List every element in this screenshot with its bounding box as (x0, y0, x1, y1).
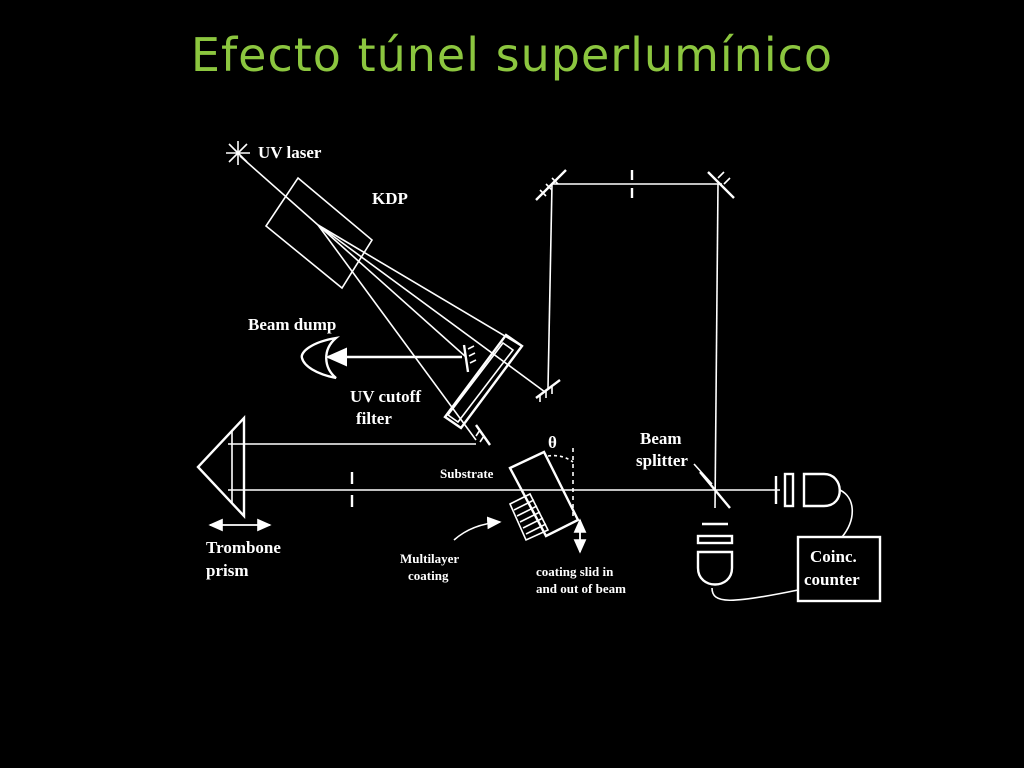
coating-slid-label-1: coating slid in (536, 564, 614, 579)
beam-dump-label: Beam dump (248, 315, 336, 334)
substrate-block (508, 450, 580, 542)
upper-beam-path (547, 183, 722, 509)
theta-label: θ (548, 433, 557, 452)
bottom-filter (696, 522, 734, 545)
detector-cable-bottom (711, 587, 799, 602)
uv-laser-label: UV laser (258, 143, 322, 162)
right-detector-icon (802, 472, 841, 508)
beam-splitter-pointer (693, 463, 713, 485)
beam-dump-icon (300, 336, 341, 380)
uv-cutoff-filter (443, 333, 524, 430)
multilayer-pointer (453, 516, 502, 541)
beam-splitter (699, 471, 731, 509)
multilayer-label-2: coating (408, 568, 449, 583)
coinc-counter-label-2: counter (804, 570, 860, 589)
top-right-mirror (707, 171, 735, 199)
trombone-label-2: prism (206, 561, 249, 580)
slide-title: Efecto túnel superlumínico (190, 28, 834, 82)
beam-splitter-label-1: Beam (640, 429, 682, 448)
detector-cable-right (839, 489, 854, 538)
lower-beam-path (228, 443, 780, 491)
right-arm-lower-mirror (535, 379, 561, 402)
top-left-mirror (535, 169, 567, 201)
kdp-crystal (264, 176, 374, 290)
coating-slid-label-2: and out of beam (536, 581, 626, 596)
trombone-label-1: Trombone (206, 538, 281, 557)
beam-splitter-label-2: splitter (636, 451, 688, 470)
beam-dump-mirror (462, 344, 477, 373)
pump-beam (239, 155, 319, 226)
uv-cutoff-label-1: UV cutoff (350, 387, 421, 406)
uv-cutoff-label-2: filter (356, 409, 392, 428)
down-converted-rays (317, 224, 546, 441)
theta-arc (547, 454, 574, 463)
coinc-counter-box (796, 535, 882, 603)
lower-mirror (475, 424, 491, 446)
kdp-label: KDP (372, 189, 408, 208)
bottom-detector-icon (696, 550, 734, 586)
coinc-counter-label-1: Coinc. (810, 547, 857, 566)
trombone-prism (196, 414, 246, 520)
multilayer-label-1: Multilayer (400, 551, 459, 566)
right-filter (774, 472, 795, 508)
substrate-label: Substrate (440, 466, 494, 481)
